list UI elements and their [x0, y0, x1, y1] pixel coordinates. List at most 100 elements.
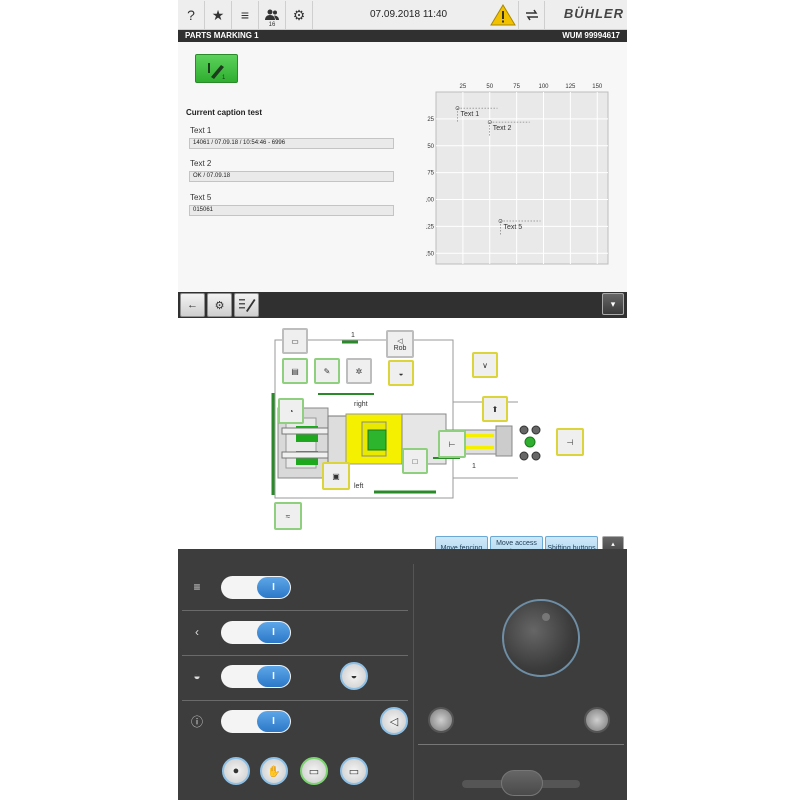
app-window: ? ★ ≡ 16 ⚙ 07.09.2018 11:40 BÜHLER PARTS…	[178, 0, 627, 800]
star-icon: ★	[211, 6, 225, 23]
field-label-text5: Text 5	[190, 193, 212, 202]
nozzle-toggle[interactable]: I	[221, 621, 291, 644]
divider	[182, 655, 408, 656]
cycle-button[interactable]: ▭	[300, 757, 328, 785]
help-button[interactable]: ?	[178, 1, 205, 29]
gauge-icon: ◔	[288, 406, 294, 416]
machine-schematic: right left 1 1 ▭ ◁Rob ▤ ✎ ✲ ◒ ∨ ◔ ⬆ ⊢ ⊣ …	[178, 318, 627, 550]
chart-x-tick-label: 75	[513, 84, 520, 90]
chevron-up-icon: ▴	[611, 541, 615, 548]
left-selector[interactable]	[428, 707, 454, 733]
spray-icon: ✲	[355, 366, 363, 376]
press-icon: ▤	[291, 366, 299, 376]
toggle-knob: I	[257, 622, 290, 643]
core-icon: □	[412, 456, 418, 466]
text2-field[interactable]: OK / 07.09.18	[189, 171, 394, 182]
sync-button[interactable]	[518, 1, 545, 29]
menu-button[interactable]: ≡	[232, 1, 259, 29]
marking-settings-button[interactable]: ⚙	[207, 293, 232, 317]
right-selector[interactable]	[584, 707, 610, 733]
users-icon	[265, 9, 279, 20]
shot-unit-button[interactable]: ⊢	[438, 430, 466, 458]
info-icon: ⓘ	[190, 714, 203, 729]
chart-x-tick-label: 125	[565, 84, 576, 90]
mode-toggle[interactable]: I	[221, 710, 291, 733]
hand-button[interactable]: ✋	[260, 757, 288, 785]
robot-label: Rob	[393, 344, 407, 352]
vacuum-button[interactable]: ⬆	[482, 396, 508, 422]
robot-button[interactable]: ◁Rob	[386, 330, 414, 358]
back-button[interactable]: ←	[180, 293, 205, 317]
marking-layout-chart: 255075100125150255075100125150Text 1Text…	[424, 74, 616, 302]
chart-x-tick-label: 50	[486, 84, 493, 90]
extractor-button[interactable]: ∨	[472, 352, 498, 378]
chart-svg: 255075100125150255075100125150Text 1Text…	[424, 84, 609, 265]
ladle-icon: ◒	[398, 368, 404, 378]
trim-press-button[interactable]: ▤	[282, 358, 308, 384]
chart-y-tick-label: 125	[426, 224, 435, 230]
divider	[182, 610, 408, 611]
die-button[interactable]: ▣	[322, 462, 350, 490]
text-edit-button[interactable]	[234, 293, 259, 317]
warning-button[interactable]	[490, 3, 516, 27]
core-puller-button[interactable]: □	[402, 448, 428, 474]
slider-handle[interactable]	[501, 770, 543, 796]
jog-dial[interactable]	[502, 599, 580, 677]
record-button[interactable]: ●	[222, 757, 250, 785]
text5-field[interactable]: 015061	[189, 205, 394, 216]
cooling-icon: ≈	[285, 511, 291, 521]
users-button[interactable]: 16	[259, 1, 286, 29]
users-count: 16	[268, 22, 276, 28]
robot-icon: ◁	[389, 715, 399, 728]
buhler-logo: BÜHLER	[563, 6, 624, 21]
text1-field[interactable]: 14061 / 07.09.18 / 10:54:46 - 6996	[189, 138, 394, 149]
parts-marking-panel: 1 Current caption test Text 1 14061 / 07…	[178, 42, 627, 292]
die-icon: ▣	[332, 471, 340, 481]
auto-button[interactable]: ▭	[340, 757, 368, 785]
chart-y-tick-label: 100	[426, 198, 435, 204]
ladle-action-button[interactable]: ◒	[340, 662, 368, 690]
machine-id: WUM 99994617	[562, 31, 620, 40]
label-one-bottom: 1	[472, 463, 476, 470]
pressure-gauge-button[interactable]: ◔	[278, 398, 304, 424]
settings-button[interactable]: ⚙	[286, 1, 313, 29]
chart-y-tick-label: 150	[426, 251, 435, 257]
chart-x-tick-label: 150	[592, 84, 603, 90]
ladle-toggle[interactable]: I	[221, 665, 291, 688]
extractor-icon: ∨	[482, 360, 488, 370]
robot-action-button[interactable]: ◁	[380, 707, 408, 735]
cooling-button[interactable]: ≈	[274, 502, 302, 530]
datetime: 07.09.2018 11:40	[370, 9, 448, 20]
chart-y-tick-label: 25	[427, 117, 434, 123]
parts-marking-button[interactable]: ✎	[314, 358, 340, 384]
marking-pen-icon: ✎	[323, 366, 331, 376]
injection-button[interactable]: ⊣	[556, 428, 584, 456]
ladle-button[interactable]: ◒	[388, 360, 414, 386]
chart-x-tick-label: 100	[538, 84, 549, 90]
spray-toggle[interactable]: I	[221, 576, 291, 599]
chart-x-tick-label: 25	[460, 84, 467, 90]
field-label-text2: Text 2	[190, 159, 212, 168]
jog-dial-marker	[542, 613, 550, 621]
warning-icon	[490, 4, 516, 26]
shot-unit-icon: ⊢	[448, 439, 456, 449]
chart-point-label: Text 5	[504, 224, 523, 231]
marking-active-button[interactable]: 1	[195, 54, 238, 83]
menu-icon: ≡	[240, 7, 250, 23]
spray-button[interactable]: ✲	[346, 358, 372, 384]
toggle-knob: I	[257, 666, 290, 687]
marking-button-bar: ← ⚙ ▾	[178, 292, 627, 318]
gear-icon: ⚙	[292, 6, 306, 23]
record-icon: ●	[232, 765, 240, 777]
favorites-button[interactable]: ★	[205, 1, 232, 29]
top-toolbar: ? ★ ≡ 16 ⚙ 07.09.2018 11:40 BÜHLER	[178, 0, 627, 30]
chart-y-tick-label: 75	[427, 171, 434, 177]
label-left: left	[354, 483, 363, 490]
expand-button[interactable]: ▾	[602, 293, 624, 315]
svg-text:1: 1	[222, 75, 226, 81]
toggle-panel: ≡ I ‹ I ◒ I ◒ ⓘ I ◁ ● ✋ ▭ ▭	[178, 564, 411, 800]
chart-point-label: Text 1	[461, 111, 480, 118]
conveyor-button[interactable]: ▭	[282, 328, 308, 354]
page-title: PARTS MARKING 1	[185, 31, 259, 40]
sync-icon	[525, 9, 538, 21]
